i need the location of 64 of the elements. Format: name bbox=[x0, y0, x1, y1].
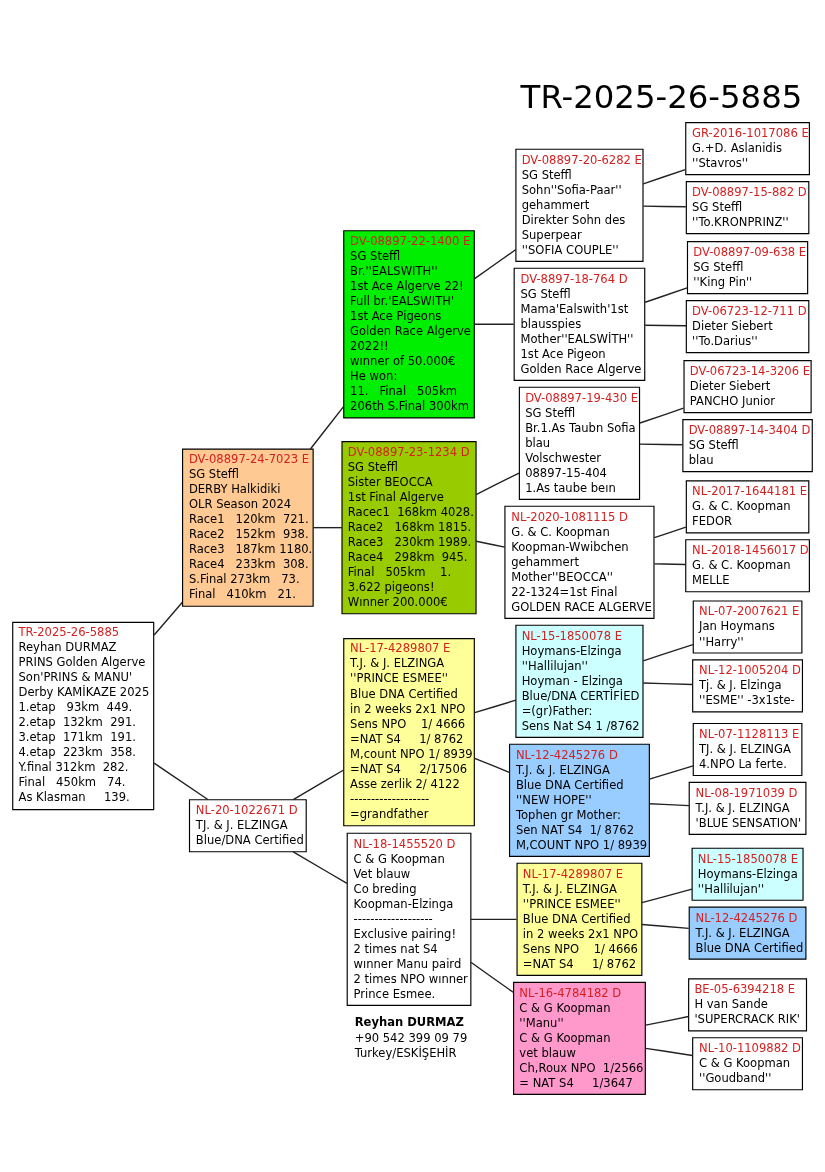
node-box: DV-08897-15-882 D SG Steffl ''To.KRONPRINZ'' bbox=[685, 181, 810, 235]
connector bbox=[474, 248, 517, 280]
node-box: DV-08897-24-7023 E SG Steffl DERBY Halkidiki OLR Season 2024 Race1 120km 721. Race2 152km 938. Race3 187km 1180. Race4 233km 308. S.Final 273km 73. Final 410km 21. bbox=[182, 448, 314, 607]
node-box: NL-18-1455520 D C & G Koopman Vet blauw Co breding Koopman-Elzinga ------------------- Exclusive pairing! 2 times nat S4 wınner Manu paird 2 times NPO wınner Prince Esmee. bbox=[346, 832, 472, 1006]
node-box: NL-17-4289807 E T.J. & J. ELZINGA ''PRINCE ESMEE'' Blue DNA Certified in 2 weeks 2x1 NPO Sens NPO 1/ 4666 =NAT S4 1/ 8762 bbox=[516, 862, 643, 976]
connector bbox=[292, 769, 345, 801]
node-box: DV-08897-22-1400 E SG Steffl Br.''EALSWITH'' 1st Ace Algerve 22! Full br.'EALSWITH' 1st Ace Pigeons Golden Race Algerve 2022!! wınner of 50.000€ He won: 11. Final 505km 206th S.Final 300km bbox=[343, 230, 475, 419]
connector bbox=[653, 526, 687, 539]
node-box: NL-15-1850078 E Hoymans-Elzinga ''Hallilujan'' bbox=[691, 847, 804, 901]
connector bbox=[644, 1015, 690, 1026]
label: Turkey/ESKİŞEHİR bbox=[354, 1045, 457, 1060]
connector bbox=[648, 803, 690, 807]
node-box: NL-2017-1644181 E G. & C. Koopman FEDOR bbox=[685, 480, 810, 534]
connector bbox=[644, 287, 688, 303]
connector bbox=[153, 601, 184, 636]
node-box: DV-08897-19-430 E SG Steffl Br.1.As Taubn Sofia blau Volschwester 08897-15-404 1.As taube beın bbox=[518, 386, 641, 500]
connector bbox=[475, 472, 520, 496]
connector bbox=[470, 961, 514, 993]
connector bbox=[639, 443, 684, 446]
connector bbox=[641, 923, 690, 930]
connector bbox=[292, 851, 348, 885]
node-box: DV-06723-12-711 D Dieter Siebert ''To.Darius'' bbox=[685, 300, 810, 354]
node-box: NL-15-1850078 E Hoymans-Elzinga ''Hallilujan'' Hoyman - Elzinga Blue/DNA CERTİFİED =(gr)Father: Sens Nat S4 1 /8762 bbox=[515, 624, 644, 738]
connector bbox=[470, 918, 518, 921]
node-box: DV-08897-09-638 E SG Steffl ''King Pin'' bbox=[686, 241, 809, 295]
node-box: DV-8897-18-764 D SG Steffl Mama'Ealswith'1st blausspies Mother''EALSWİTH'' 1st Ace Pigeon Golden Race Algerve bbox=[513, 267, 646, 381]
connector bbox=[153, 762, 209, 801]
diagram-title: TR-2025-26-5885 bbox=[520, 78, 803, 117]
node-box: NL-08-1971039 D T.J. & J. ELZINGA 'BLUE SENSATION' bbox=[688, 781, 807, 835]
connector bbox=[312, 526, 343, 529]
node-box: NL-17-4289807 E T.J. & J. ELZINGA ''PRINCE ESMEE'' Blue DNA Certified in 2 weeks 2x1 NPO Sens NPO 1/ 4666 =NAT S4 1/ 8762 M,count NPO 1/ 8939 =NAT S4 2/17506 Asse zerlik 2/ 4122 ------------------- =grandfather bbox=[343, 638, 475, 827]
connector bbox=[642, 168, 686, 185]
connector bbox=[648, 765, 694, 780]
node-box: NL-12-1005204 D Tj. & J. Elzinga ''ESME'' -3x1ste- bbox=[692, 659, 804, 713]
node-box: NL-12-4245276 D T.J. & J. ELZINGA Blue DNA Certified ''NEW HOPE'' Tophen gr Mother: Sen NAT S4 1/ 8762 M,COUNT NPO 1/ 8939 bbox=[508, 743, 650, 857]
node-box: NL-2020-1081115 D G. & C. Koopman Koopman-Wwibchen gehammert Mother''BEOCCA'' 22-1324=1st Final GOLDEN RACE ALGERVE bbox=[504, 505, 655, 619]
connector bbox=[641, 888, 693, 904]
node-box: NL-12-4245276 D T.J. & J. ELZINGA Blue DNA Certified bbox=[688, 906, 807, 960]
node-box: NL-16-4784182 D C & G Koopman ''Manu'' C & G Koopman vet blauw Ch,Roux NPO 1/2566 = NAT S4 1/3647 bbox=[513, 981, 646, 1095]
node-box: NL-07-1128113 E TJ. & J. ELZINGA 4.NPO La ferte. bbox=[692, 722, 803, 777]
node-box: NL-20-1022671 D TJ. & J. ELZINGA Blue/DNA Certified bbox=[188, 799, 307, 853]
connector bbox=[644, 324, 687, 327]
node-box: BE-05-6394218 E H van Sande 'SUPERCRACK RIK' bbox=[688, 978, 808, 1032]
node-box: DV-06723-14-3206 E Dieter Siebert PANCHO Junior bbox=[683, 360, 812, 414]
node-box: GR-2016-1017086 E G.+D. Aslanidis ''Stavros'' bbox=[685, 122, 810, 176]
node-box: DV-08897-23-1234 D SG Steffl Sister BEOCCA 1st Final Algerve Racec1 168km 4028. Race2 168km 1815. Race3 230km 1989. Race4 298km 945. Final 505km 1. 3.622 pigeons! Wınner 200.000€ bbox=[341, 441, 477, 615]
label: +90 542 399 09 79 bbox=[354, 1030, 468, 1045]
connector bbox=[642, 205, 687, 208]
node-box: DV-08897-20-6282 E SG Steffl Sohn''Sofia-Paar'' gehammert Direkter Sohn des Superpear ''SOFIA COUPLE'' bbox=[515, 148, 644, 262]
node-box: NL-07-2007621 E Jan Hoymans ''Harry'' bbox=[692, 600, 803, 654]
connector bbox=[474, 757, 510, 773]
connector bbox=[639, 407, 685, 424]
connector bbox=[642, 643, 694, 662]
connector bbox=[474, 323, 515, 325]
node-box: DV-08897-14-3404 D SG Steffl blau bbox=[682, 419, 813, 473]
node-box: TR-2025-26-5885 Reyhan DURMAZ PRINS Golden Algerve Son'PRINS & MANU' Derby KAMİKAZE 2025 1.etap 93km 449. 2.etap 132km 291. 3.etap 171km 191. 4.etap 223km 358. Y.final 312km 282. Final 450km 74. As Klasman 139. bbox=[12, 621, 155, 811]
connector bbox=[653, 563, 687, 566]
connector bbox=[309, 405, 345, 450]
node-box: NL-2018-1456017 D G. & C. Koopman MELLE bbox=[685, 539, 810, 593]
connector bbox=[475, 540, 506, 548]
connector bbox=[474, 699, 517, 714]
node-box: NL-10-1109882 D C & G Koopman ''Goudband'' bbox=[692, 1037, 804, 1091]
connector bbox=[644, 1047, 693, 1057]
connector bbox=[642, 682, 694, 686]
